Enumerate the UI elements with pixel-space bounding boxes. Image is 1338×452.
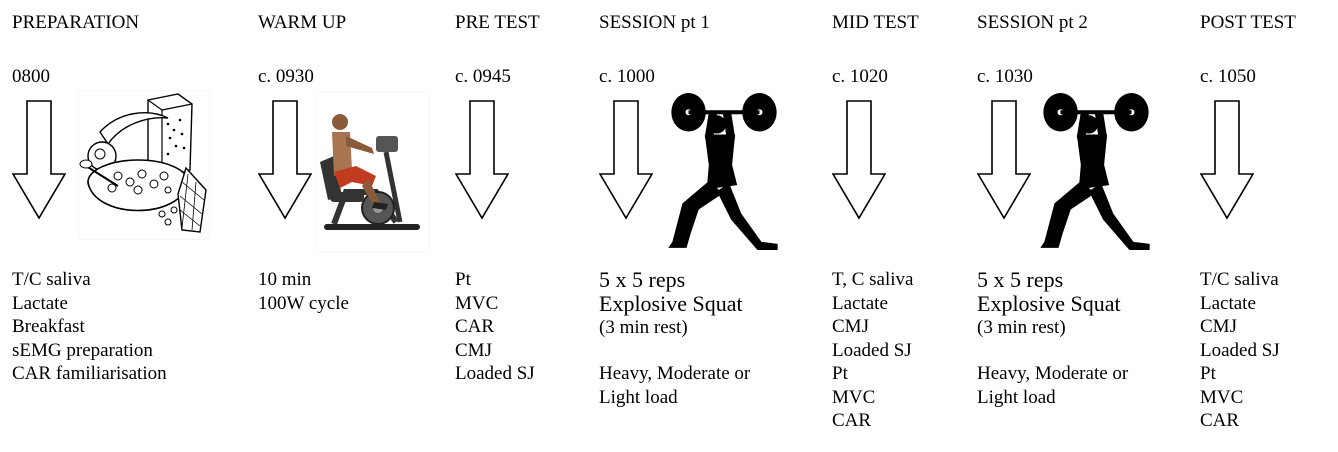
session-load: Heavy, Moderate or: [977, 363, 1129, 384]
phase-time: c. 0930: [258, 66, 314, 87]
list-item: Loaded SJ: [832, 339, 912, 361]
phase-title: PREPARATION: [12, 12, 140, 33]
phase-items: 5 x 5 reps Explosive Squat (3 min rest) …: [977, 268, 1128, 410]
down-arrow-icon: [977, 100, 1031, 220]
phase-items: T/C saliva Lactate Breakfast sEMG prepar…: [12, 268, 167, 386]
phase-title: SESSION pt 2: [977, 12, 1088, 33]
list-item: T/C saliva: [12, 269, 91, 290]
down-arrow-icon: [258, 100, 312, 220]
list-item: sEMG preparation: [12, 339, 153, 361]
session-load: Light load: [599, 387, 678, 408]
down-arrow-icon: [832, 100, 886, 220]
list-item: CAR: [832, 410, 872, 431]
list-item: T, C saliva: [832, 269, 914, 290]
down-arrow-icon: [12, 100, 66, 220]
list-item: CMJ: [832, 316, 869, 337]
phase-items: 5 x 5 reps Explosive Squat (3 min rest) …: [599, 268, 750, 410]
phase-time: c. 0945: [455, 66, 511, 87]
breakfast-illustration: [78, 90, 210, 240]
list-item: MVC: [832, 386, 876, 408]
list-item: Lactate: [1200, 292, 1256, 314]
phase-time: c. 1000: [599, 66, 655, 87]
session-load: Light load: [977, 387, 1056, 408]
weightlifter-silhouette: [668, 92, 780, 254]
session-exercise: Explosive Squat: [599, 291, 743, 316]
down-arrow-icon: [599, 100, 653, 220]
weightlifter-silhouette: [1040, 92, 1152, 254]
phase-time: 0800: [12, 66, 50, 87]
phase-title: POST TEST: [1200, 12, 1296, 33]
phase-items: 10 min 100W cycle: [258, 268, 349, 315]
session-exercise: Explosive Squat: [977, 291, 1121, 316]
list-item: Loaded SJ: [455, 363, 535, 384]
exercise-bike-illustration: [316, 92, 430, 252]
list-item: Breakfast: [12, 316, 85, 337]
phase-time: c. 1030: [977, 66, 1033, 87]
phase-title: WARM UP: [258, 12, 347, 33]
list-item: T/C saliva: [1200, 269, 1279, 290]
session-rest: (3 min rest): [599, 317, 688, 338]
list-item: 100W cycle: [258, 292, 349, 314]
list-item: CAR familiarisation: [12, 363, 167, 384]
list-item: Lactate: [12, 292, 68, 314]
list-item: CAR: [455, 316, 495, 337]
session-rest: (3 min rest): [977, 317, 1066, 338]
list-item: CAR: [1200, 410, 1240, 431]
phase-items: Pt MVC CAR CMJ Loaded SJ: [455, 268, 535, 386]
phase-title: MID TEST: [832, 12, 919, 33]
list-item: Pt: [455, 269, 471, 290]
list-item: Lactate: [832, 292, 888, 314]
list-item: 10 min: [258, 269, 312, 290]
list-item: CMJ: [455, 339, 492, 361]
list-item: Pt: [832, 363, 848, 384]
session-load: Heavy, Moderate or: [599, 363, 751, 384]
list-item: CMJ: [1200, 316, 1237, 337]
list-item: MVC: [1200, 386, 1244, 408]
down-arrow-icon: [455, 100, 509, 220]
session-sets: 5 x 5 reps: [977, 267, 1064, 292]
list-item: Pt: [1200, 363, 1216, 384]
phase-time: c. 1020: [832, 66, 888, 87]
phase-items: T, C saliva Lactate CMJ Loaded SJ Pt MVC…: [832, 268, 913, 433]
down-arrow-icon: [1200, 100, 1254, 220]
phase-title: SESSION pt 1: [599, 12, 710, 33]
phase-title: PRE TEST: [455, 12, 540, 33]
list-item: Loaded SJ: [1200, 339, 1280, 361]
phase-time: c. 1050: [1200, 66, 1256, 87]
phase-items: T/C saliva Lactate CMJ Loaded SJ Pt MVC …: [1200, 268, 1280, 433]
session-sets: 5 x 5 reps: [599, 267, 686, 292]
list-item: MVC: [455, 292, 499, 314]
